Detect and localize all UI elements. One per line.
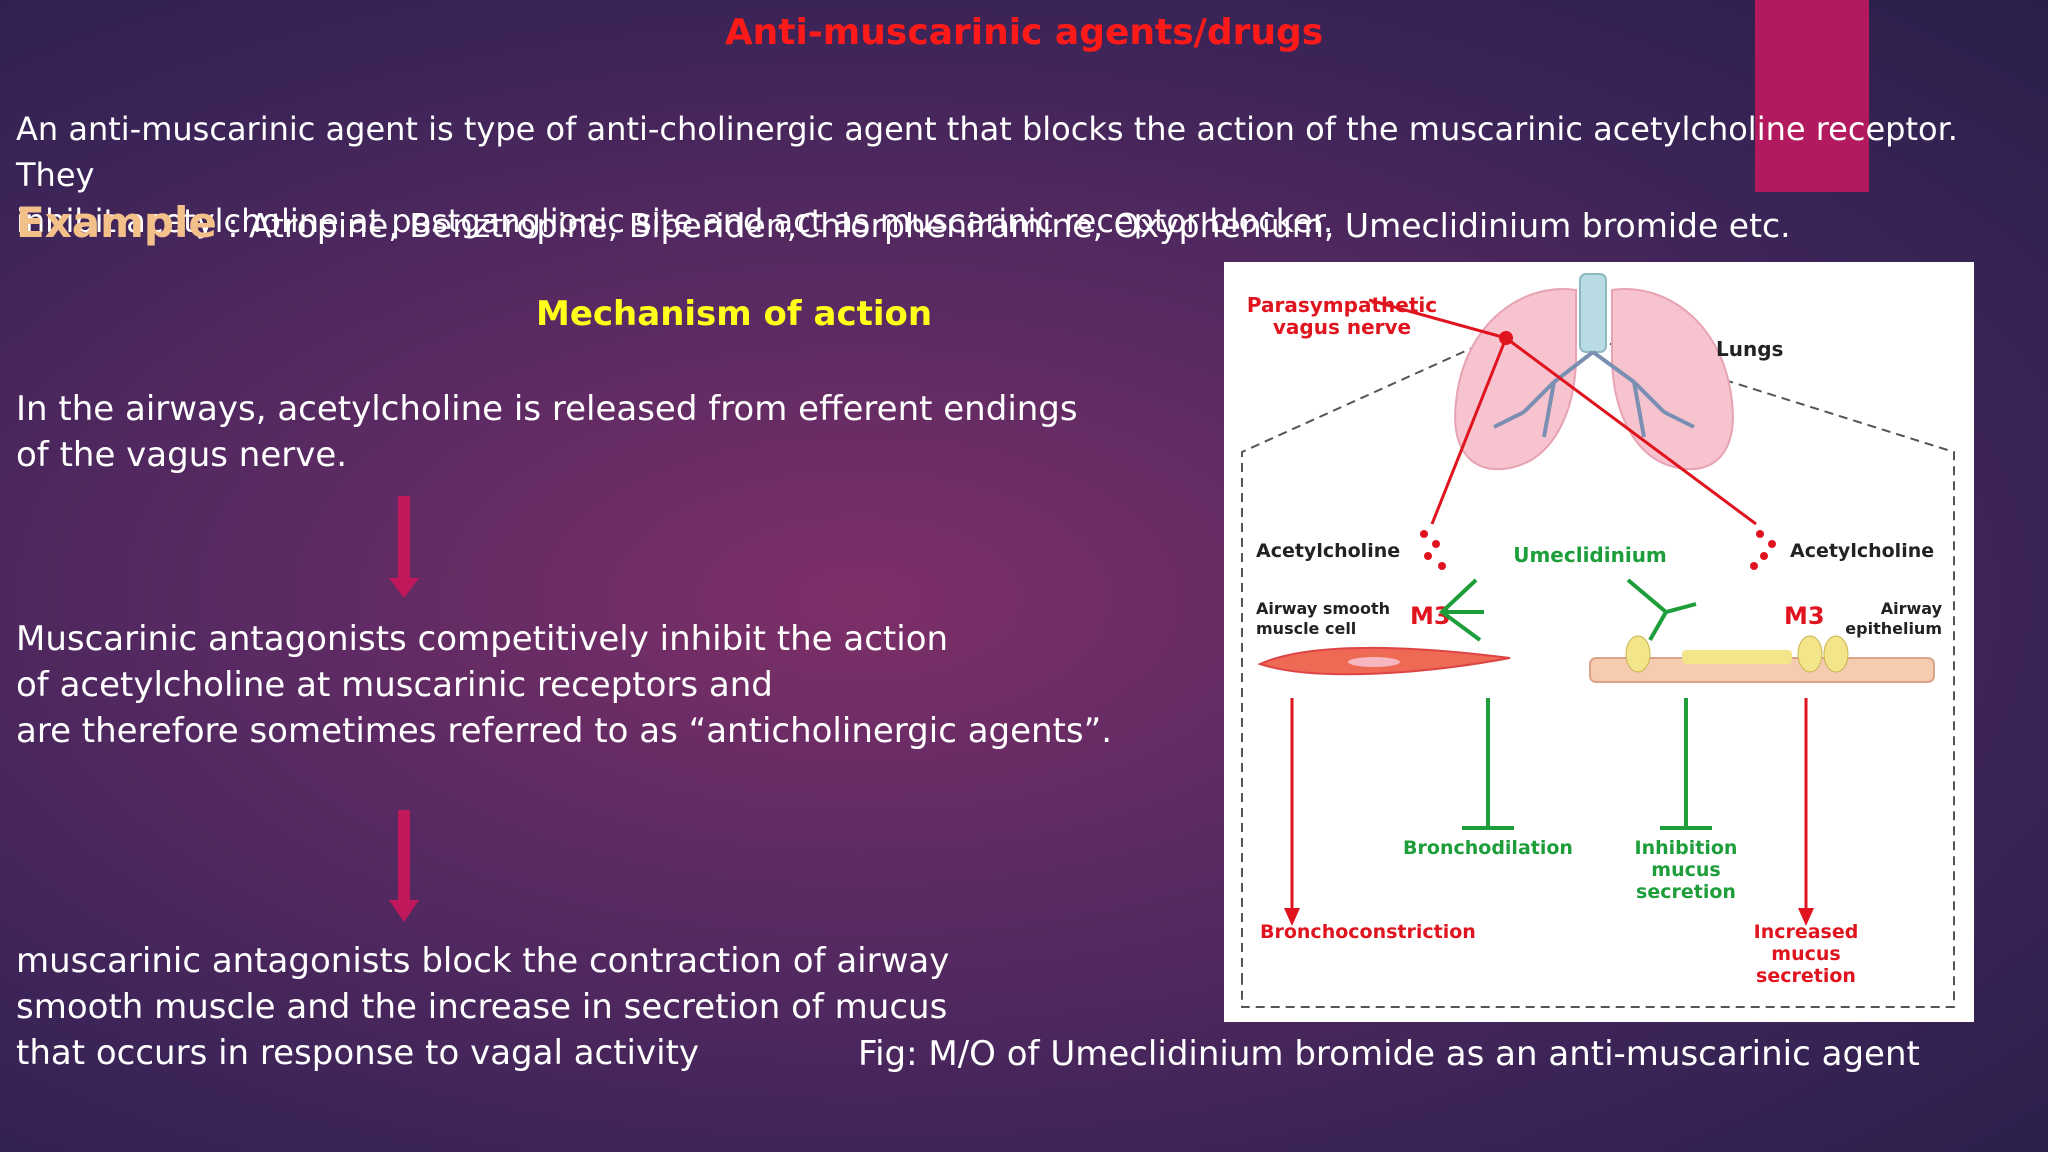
nerve-label-1: Parasympathetic [1247,293,1437,317]
lungs-label: Lungs [1716,337,1783,361]
smooth-muscle-label-2: muscle cell [1256,619,1356,638]
figure-caption: Fig: M/O of Umeclidinium bromide as an a… [858,1034,1920,1074]
text-line: are therefore sometimes referred to as “… [16,711,1113,751]
acetylcholine-dots [1420,530,1776,570]
inhibition-label-1: Inhibition [1635,837,1738,859]
antagonist-icon [1438,578,1484,642]
text-line: muscarinic antagonists block the contrac… [16,941,950,981]
text-line: In the airways, acetylcholine is release… [16,389,1078,429]
increased-label-3: secretion [1756,965,1856,987]
mechanism-step-2: Muscarinic antagonists competitively inh… [16,616,1112,754]
m3-right-label: M3 [1784,602,1825,630]
text-line: Muscarinic antagonists competitively inh… [16,619,949,659]
text-line: smooth muscle and the increase in secret… [16,987,948,1027]
text-line: of acetylcholine at muscarinic receptors… [16,665,773,705]
arrow-head [1284,908,1300,926]
example-drugs: Atropine, Benztropine, Biperiden,Chlorph… [248,206,1791,245]
increased-label-1: Increased [1754,921,1859,943]
slide-title: Anti-muscarinic agents/drugs [724,12,1324,53]
example-line: Example : Atropine, Benztropine, Biperid… [16,198,1791,247]
muscle-nucleus [1348,657,1400,667]
inhibition-label-2: mucus [1651,859,1720,881]
mechanism-heading: Mechanism of action [536,294,933,334]
intro-line: An anti-muscarinic agent is type of anti… [16,110,1958,194]
increased-label-2: mucus [1771,943,1840,965]
nerve-line [1505,336,1757,526]
mechanism-figure: Parasympathetic vagus nerve Lungs Acetyl… [1224,262,1974,1022]
down-arrow-icon [389,810,419,922]
ach-right-label: Acetylcholine [1790,540,1934,562]
text-line: of the vagus nerve. [16,435,348,475]
smooth-muscle-label-1: Airway smooth [1256,599,1390,618]
m3-left-label: M3 [1410,602,1451,630]
intro-paragraph: An anti-muscarinic agent is type of anti… [16,106,2026,244]
inhibition-label-3: secretion [1636,881,1736,903]
bronchodilation-label: Bronchodilation [1403,837,1573,859]
epithelium-label-1: Airway [1881,599,1943,618]
ach-left-label: Acetylcholine [1256,540,1400,562]
epithelium-label-2: epithelium [1845,619,1942,638]
mechanism-step-1: In the airways, acetylcholine is release… [16,386,1078,478]
example-label: Example [16,198,217,247]
nerve-line [1430,337,1508,525]
bronchoconstriction-label: Bronchoconstriction [1260,921,1476,943]
dashed-outline [1241,318,1955,1008]
down-arrow-icon [389,496,419,598]
nerve-line [1368,298,1507,340]
intro-line: inhibit acetylcholine at postganglionic … [16,202,1334,240]
example-separator: : [227,206,239,245]
mechanism-step-3: muscarinic antagonists block the contrac… [16,938,949,1076]
antagonist-icon [1626,578,1697,641]
drug-label: Umeclidinium [1513,543,1667,567]
nerve-label-2: vagus nerve [1273,315,1411,339]
accent-bar [1755,0,1869,192]
lungs-icon [1454,273,1734,471]
arrow-head [1798,908,1814,926]
epithelium-icon [1589,635,1935,683]
text-line: that occurs in response to vagal activit… [16,1033,700,1073]
mechanism-diagram: Parasympathetic vagus nerve Lungs Acetyl… [1241,273,1955,1008]
